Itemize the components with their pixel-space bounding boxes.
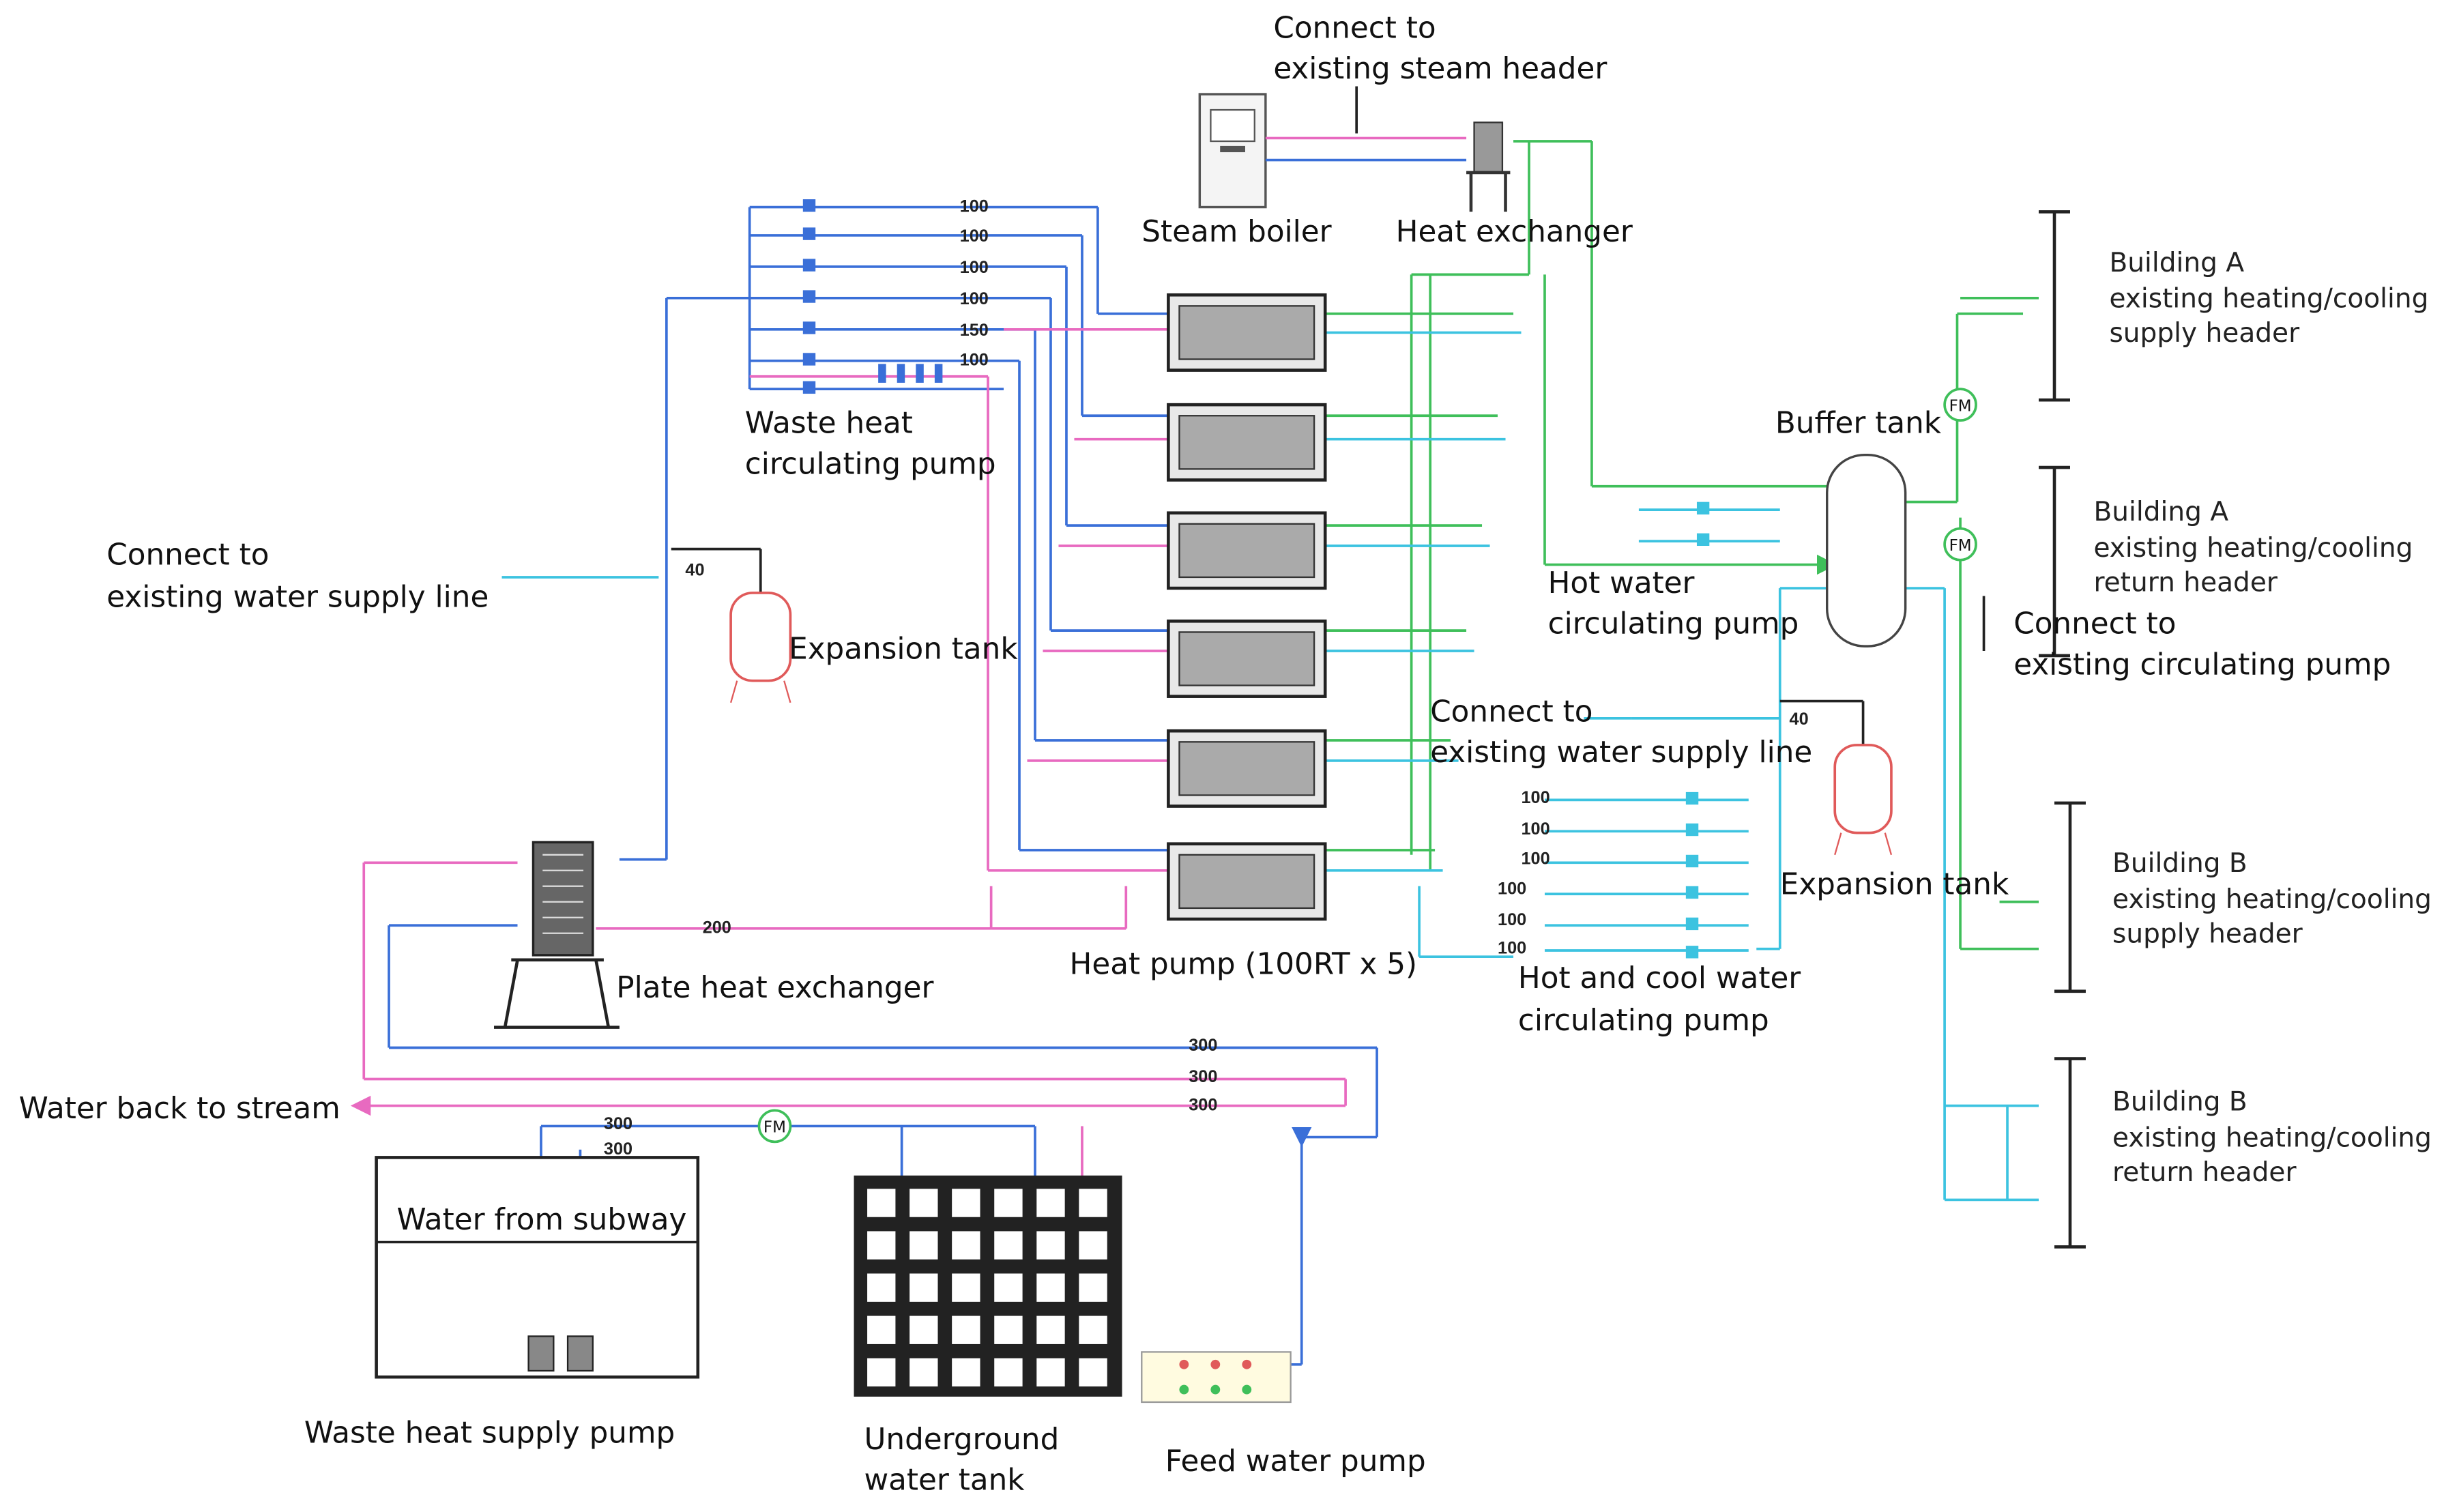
hot-water-pump-label-line1: Hot water: [1548, 566, 1695, 600]
flow-meter: FM: [1943, 527, 1977, 562]
feed-water-pump-label: Feed water pump: [1165, 1444, 1426, 1479]
hot-water-pipes: [1325, 140, 2039, 950]
steam-boiler: [1198, 93, 1467, 209]
waste-heat-supply-pumps: [527, 1335, 594, 1372]
heat-pump: [1167, 729, 1327, 808]
pipe-size: 300: [1189, 1036, 1217, 1055]
buffer-tank: [1825, 453, 1907, 648]
building-a-return-header: [2039, 465, 2070, 658]
waste-heat-circulating-pump: [802, 199, 943, 394]
underground-tank-label-line1: Underground: [864, 1422, 1059, 1457]
water-from-subway-label: Water from subway: [397, 1202, 687, 1237]
building-b-supply-header: [2054, 801, 2086, 993]
hot-water-pump-label-line2: circulating pump: [1548, 607, 1799, 641]
heat-pump: [1167, 511, 1327, 590]
pipe-size: 100: [960, 351, 989, 370]
pipe-size: 100: [1498, 910, 1526, 929]
heat-pump: [1167, 403, 1327, 482]
connect-steam-label-line2: existing steam header: [1273, 51, 1607, 86]
building-a-supply-line2: existing heating/cooling: [2109, 284, 2428, 315]
pipe-size: 100: [960, 289, 989, 308]
pipe-size: 300: [1189, 1095, 1217, 1114]
flow-meter: FM: [1943, 388, 1977, 422]
building-b-return-header: [2054, 1057, 2086, 1249]
connect-circ-label-line2: existing circulating pump: [2013, 647, 2391, 682]
misc-pipes: [671, 86, 1985, 745]
underground-water-tank: [854, 1175, 1122, 1397]
building-a-return-line2: existing heating/cooling: [2093, 533, 2413, 564]
building-b-return-line2: existing heating/cooling: [2112, 1122, 2432, 1153]
pipe-size: 150: [960, 321, 989, 340]
feed-water-pump: [1141, 1351, 1292, 1404]
heat-pump: [1167, 620, 1327, 698]
connect-water-mid-line1: Connect to: [1430, 694, 1592, 729]
building-a-supply-line1: Building A: [2109, 248, 2244, 278]
pipe-size: 300: [604, 1139, 632, 1159]
pipe-network: [350, 86, 2039, 1366]
waste-heat-pump-label-line1: Waste heat: [745, 406, 913, 441]
expansion-tank-right-label: Expansion tank: [1780, 867, 2009, 901]
pipe-size: 100: [1522, 849, 1550, 869]
waste-heat-pump-label-line2: circulating pump: [745, 446, 996, 481]
plate-heat-exchanger: [494, 841, 620, 1029]
pipe-size: 100: [960, 227, 989, 246]
pipe-size-labels: 100 100 100 100 150 100 200 300 300 300 …: [604, 197, 1809, 1158]
buffer-tank-label: Buffer tank: [1775, 406, 1942, 441]
hot-water-pump-row: [1638, 501, 1780, 547]
steam-boiler-label: Steam boiler: [1141, 214, 1331, 249]
heat-exchanger-label: Heat exchanger: [1396, 214, 1633, 249]
expansion-tank-left: [729, 592, 792, 703]
building-a-return-line3: return header: [2093, 568, 2278, 598]
pipe-size: 100: [1498, 939, 1526, 958]
pipe-size: 300: [604, 1114, 632, 1133]
cool-water-pipes: [501, 331, 2039, 1202]
labels: Connect to existing steam header Steam b…: [19, 10, 2432, 1497]
pipe-size: 40: [1790, 710, 1809, 729]
building-headers: [2039, 210, 2086, 1249]
building-b-supply-line2: existing heating/cooling: [2112, 884, 2432, 915]
hot-cool-pump-label-line1: Hot and cool water: [1518, 961, 1801, 995]
pipe-size: 100: [1498, 879, 1526, 898]
pipe-size: 40: [685, 561, 704, 580]
plate-heat-exchanger-label: Plate heat exchanger: [616, 970, 933, 1005]
flow-meter-label: FM: [1949, 537, 1972, 555]
heat-pump: [1167, 842, 1327, 921]
pipe-size: 200: [703, 918, 731, 937]
connect-water-left-line2: existing water supply line: [106, 580, 489, 615]
expansion-tank-left-label: Expansion tank: [789, 631, 1018, 666]
heat-pump: [1167, 293, 1327, 372]
connect-steam-label-line1: Connect to: [1273, 10, 1436, 45]
pipe-size: 100: [1522, 819, 1550, 839]
hot-cool-pump-label-line2: circulating pump: [1518, 1003, 1769, 1038]
building-b-return-line1: Building B: [2112, 1086, 2247, 1117]
building-a-return-line1: Building A: [2093, 497, 2228, 527]
expansion-tank-right: [1833, 744, 1893, 856]
pipe-size: 300: [1189, 1067, 1217, 1086]
connect-water-mid-line2: existing water supply line: [1430, 735, 1812, 770]
building-b-supply-line1: Building B: [2112, 848, 2247, 879]
heat-pump-label: Heat pump (100RT x 5): [1070, 946, 1418, 981]
return-pipes: [350, 328, 1347, 1176]
waste-supply-pump-label: Waste heat supply pump: [304, 1416, 675, 1451]
flow-meter: FM: [757, 1109, 792, 1144]
heat-exchanger: [1466, 121, 1511, 212]
connect-water-left-line1: Connect to: [106, 538, 269, 572]
flow-meter-label: FM: [1949, 397, 1972, 415]
heat-pump-bank: [1167, 293, 1327, 921]
pipe-size: 100: [960, 197, 989, 216]
underground-tank-label-line2: water tank: [864, 1463, 1025, 1498]
building-a-supply-line3: supply header: [2109, 318, 2300, 349]
flow-meter-label: FM: [763, 1119, 786, 1137]
pipe-size: 100: [1522, 788, 1550, 807]
building-b-supply-line3: supply header: [2112, 919, 2303, 950]
pipe-size: 100: [960, 258, 989, 277]
hot-cool-water-pump-manifold: [1544, 791, 1749, 959]
flow-meters: FM FM FM: [757, 388, 1977, 1144]
water-back-label: Water back to stream: [19, 1091, 340, 1126]
building-a-supply-header: [2039, 210, 2070, 402]
building-b-return-line3: return header: [2112, 1157, 2297, 1188]
connect-circ-label-line1: Connect to: [2013, 607, 2176, 641]
